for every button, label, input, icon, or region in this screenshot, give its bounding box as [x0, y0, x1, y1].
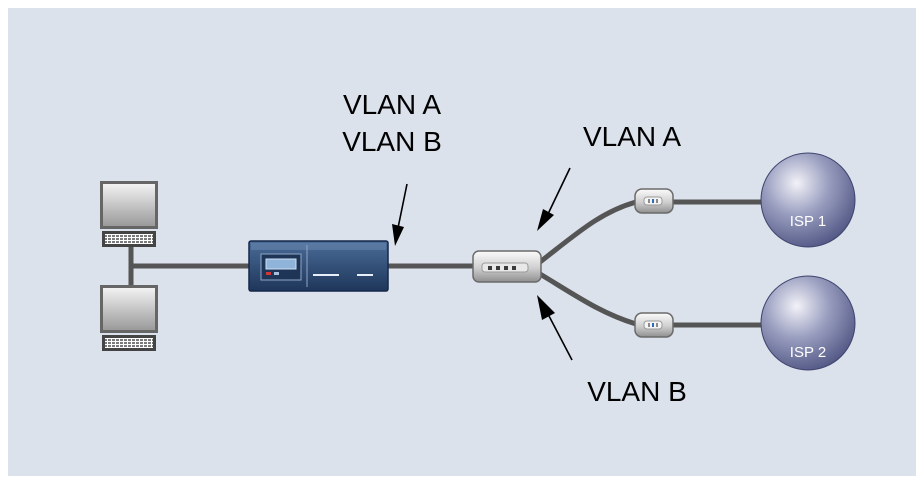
annotation-arrows — [392, 167, 573, 361]
isp-cloud-icon: ISP 2 — [760, 275, 856, 371]
diagram-background — [8, 8, 916, 476]
router-led — [274, 272, 279, 275]
modem-led — [652, 199, 654, 203]
router-top-highlight — [251, 243, 386, 250]
keyboard-keys — [105, 338, 153, 348]
switch-icon — [472, 250, 542, 283]
keyboard-keys — [105, 234, 153, 244]
modem-led — [656, 323, 658, 327]
router-vlan-b-label: VLAN B — [342, 126, 442, 157]
monitor-screen — [103, 184, 155, 226]
computer-icon — [100, 181, 158, 247]
modem-led — [648, 199, 650, 203]
monitor-screen — [103, 288, 155, 330]
router-vlan-a-label: VLAN A — [343, 89, 441, 120]
vlan-b-cable — [537, 271, 639, 327]
computer-icon — [100, 285, 158, 351]
isp-cloud-icon: ISP 1 — [760, 152, 856, 248]
modem-icon — [634, 188, 674, 214]
modem-icon — [634, 312, 674, 338]
isp2-label: ISP 2 — [790, 344, 826, 361]
isp1-sphere — [760, 152, 856, 248]
cables — [128, 199, 775, 328]
isp2-sphere — [760, 275, 856, 371]
switch-ports — [488, 266, 516, 270]
router-led — [266, 272, 271, 275]
modem-led — [648, 323, 650, 327]
modem-led — [652, 323, 654, 327]
vlan-b-arrow — [537, 295, 573, 361]
vlan-a-cable — [537, 199, 639, 265]
isp1-label: ISP 1 — [790, 213, 826, 230]
router-icon — [248, 240, 389, 292]
lower-link-vlan-label: VLAN B — [587, 376, 687, 407]
upper-link-vlan-label: VLAN A — [583, 121, 681, 152]
vlan-a-arrow — [537, 167, 571, 231]
router-display — [265, 258, 297, 270]
router-arrow — [392, 183, 408, 246]
modem-led — [656, 199, 658, 203]
